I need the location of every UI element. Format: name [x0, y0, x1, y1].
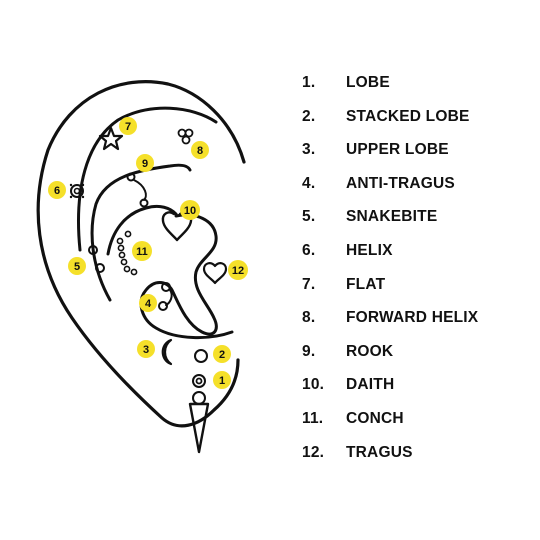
legend-label: ROOK — [346, 342, 394, 360]
svg-text:7: 7 — [125, 121, 131, 133]
piercing-legend: 1. LOBE 2. STACKED LOBE 3. UPPER LOBE 4.… — [302, 72, 532, 475]
svg-text:10: 10 — [184, 205, 196, 217]
legend-number: 5. — [302, 208, 316, 226]
badge-12: 12 — [228, 260, 248, 280]
legend-label: DAITH — [346, 376, 395, 394]
legend-number: 3. — [302, 141, 316, 159]
legend-number: 11. — [302, 409, 324, 427]
legend-item: 4. ANTI-TRAGUS — [302, 173, 532, 207]
legend-label: HELIX — [346, 241, 393, 259]
svg-text:9: 9 — [142, 158, 148, 170]
heart-outline-icon — [202, 262, 228, 285]
svg-text:2: 2 — [219, 349, 225, 361]
legend-label: FORWARD HELIX — [346, 309, 479, 327]
badge-11: 11 — [132, 241, 152, 261]
dangle-spike-earring-icon — [188, 374, 210, 454]
legend-label: CONCH — [346, 409, 404, 427]
legend-item: 11. CONCH — [302, 408, 532, 442]
legend-item: 9. ROOK — [302, 341, 532, 375]
legend-label: SNAKEBITE — [346, 208, 438, 226]
inner-helix-line — [77, 106, 218, 252]
ear-outline — [36, 80, 246, 428]
badge-4: 4 — [139, 294, 157, 312]
legend-number: 2. — [302, 107, 316, 125]
tragus-line — [139, 213, 234, 340]
svg-text:3: 3 — [143, 344, 149, 356]
legend-item: 10. DAITH — [302, 374, 532, 408]
svg-text:5: 5 — [74, 261, 80, 273]
legend-number: 6. — [302, 241, 316, 259]
badge-9: 9 — [136, 154, 154, 172]
legend-item: 5. SNAKEBITE — [302, 206, 532, 240]
outer-helix-line — [36, 80, 246, 428]
badge-2: 2 — [213, 345, 231, 363]
triple-ball-icon — [177, 128, 194, 145]
legend-label: TRAGUS — [346, 443, 413, 461]
curved-barbell-icon — [126, 172, 149, 208]
legend-label: ANTI-TRAGUS — [346, 174, 455, 192]
svg-text:4: 4 — [145, 298, 152, 310]
svg-text:12: 12 — [232, 265, 244, 277]
legend-label: FLAT — [346, 275, 386, 293]
legend-number: 12. — [302, 443, 325, 461]
svg-text:6: 6 — [54, 185, 60, 197]
crus-line — [106, 204, 178, 256]
legend-item: 6. HELIX — [302, 240, 532, 274]
badge-5: 5 — [68, 257, 86, 275]
legend-number: 8. — [302, 309, 316, 327]
legend-item: 3. UPPER LOBE — [302, 139, 532, 173]
ring-stud-icon — [194, 349, 208, 363]
badge-1: 1 — [213, 371, 231, 389]
legend-number: 4. — [302, 174, 316, 192]
legend-label: STACKED LOBE — [346, 107, 470, 125]
legend-number: 7. — [302, 275, 316, 293]
legend-number: 10. — [302, 376, 325, 394]
double-ball-icon — [158, 282, 173, 311]
ring-stud-icon — [88, 245, 105, 273]
gem-stud-icon — [69, 183, 85, 199]
legend-item: 2. STACKED LOBE — [302, 106, 532, 140]
legend-item: 7. FLAT — [302, 274, 532, 308]
antihelix-line — [90, 163, 192, 302]
badge-10: 10 — [180, 200, 200, 220]
svg-text:1: 1 — [219, 375, 225, 387]
bead-chain-icon — [116, 230, 138, 276]
badge-7: 7 — [119, 117, 137, 135]
svg-text:11: 11 — [136, 246, 148, 258]
legend-item: 12. TRAGUS — [302, 442, 532, 476]
badge-6: 6 — [48, 181, 66, 199]
legend-label: LOBE — [346, 74, 390, 91]
badge-3: 3 — [137, 340, 155, 358]
legend-label: UPPER LOBE — [346, 141, 449, 159]
legend-number: 1. — [302, 74, 316, 91]
star-icon — [98, 126, 124, 151]
badge-8: 8 — [191, 141, 209, 159]
svg-text:8: 8 — [197, 145, 203, 157]
legend-item: 1. LOBE — [302, 72, 532, 106]
legend-number: 9. — [302, 342, 316, 360]
crescent-moon-icon — [161, 338, 173, 366]
jewelry — [69, 126, 228, 454]
legend-item: 8. FORWARD HELIX — [302, 307, 532, 341]
